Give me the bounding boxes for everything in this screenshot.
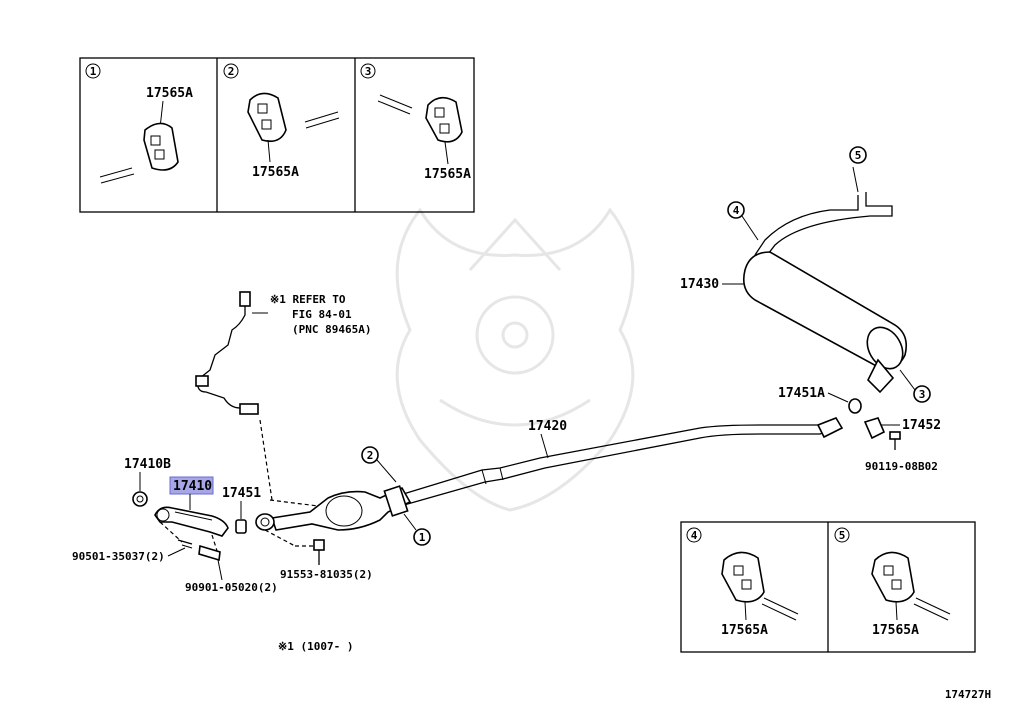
label-17410[interactable]: 17410: [173, 479, 212, 494]
hanger-2-icon: [247, 92, 287, 143]
inset-1-number: 1: [90, 65, 97, 78]
inset-3: 3 17565A: [360, 63, 471, 182]
svg-text:2: 2: [367, 449, 374, 462]
footnote: ※1 (1007- ): [278, 640, 353, 653]
label-90119: 90119-08B02: [865, 460, 938, 473]
muffler-assembly: [741, 166, 916, 394]
inset-4-number-circle: [686, 527, 702, 543]
front-pipe-icon: [154, 506, 229, 537]
callout-5: 5: [849, 146, 867, 164]
inset-2: 2 17565A: [223, 63, 340, 180]
label-91553: 91553-81035(2): [280, 568, 373, 581]
inset-1-part-label: 17565A: [146, 86, 193, 101]
hanger-1-icon: [143, 122, 179, 171]
label-17430: 17430: [680, 277, 719, 292]
watermark-logo: [395, 207, 635, 512]
top-inset-group: [79, 57, 475, 213]
label-17451: 17451: [222, 486, 261, 501]
refer-note-line3: (PNC 89465A): [292, 323, 371, 336]
inset-5-part-label: 17565A: [872, 623, 919, 638]
bolt-90901-icon: [198, 544, 221, 562]
inset-4-part-label: 17565A: [721, 623, 768, 638]
inset-4: 4 17565A: [686, 527, 799, 638]
inset-5: 5 17565A: [834, 527, 951, 638]
inset-1-number-circle: [85, 63, 101, 79]
inset-2-number-circle: [223, 63, 239, 79]
inset-4-number: 4: [691, 529, 698, 542]
catalytic-converter: [255, 485, 412, 531]
callout-4: 4: [727, 201, 745, 219]
svg-text:3: 3: [919, 388, 926, 401]
hanger-3-icon: [425, 96, 463, 143]
sensor-connector-icon: [239, 291, 251, 307]
gasket-17451-icon: [235, 519, 247, 534]
inset-3-number-circle: [360, 63, 376, 79]
center-pipe-17420: [399, 417, 844, 506]
gasket-17410B-icon: [132, 491, 148, 507]
hanger-4-icon: [721, 551, 765, 603]
inset-1: 1 17565A: [85, 63, 193, 184]
callout-3: 3: [913, 385, 931, 403]
inset-5-number: 5: [839, 529, 846, 542]
bottom-inset-group: [680, 521, 976, 653]
gasket-17451A-icon: [848, 398, 862, 414]
label-90501: 90501-35037(2): [72, 550, 165, 563]
callout-1: 1: [403, 513, 431, 546]
clamp-17452-icon: [863, 417, 886, 440]
refer-note-line2: FIG 84-01: [292, 308, 352, 321]
label-17451A: 17451A: [778, 386, 825, 401]
front-pipe-17410: [132, 491, 247, 562]
svg-text:4: 4: [733, 204, 740, 217]
inset-5-number-circle: [834, 527, 850, 543]
refer-note-line1: ※1 REFER TO: [270, 293, 346, 306]
svg-text:1: 1: [419, 531, 426, 544]
converter-body-icon: [270, 486, 412, 531]
oxygen-sensor: [195, 291, 319, 507]
label-17420: 17420: [528, 419, 567, 434]
inset-2-number: 2: [228, 65, 235, 78]
label-17452: 17452: [902, 418, 941, 433]
muffler-body-icon: [742, 251, 908, 370]
label-90901: 90901-05020(2): [185, 581, 278, 594]
inset-2-part-label: 17565A: [252, 165, 299, 180]
bolt-91553-icon: [313, 539, 325, 551]
bolt-91553: [264, 529, 325, 565]
svg-text:5: 5: [855, 149, 862, 162]
callout-2: 2: [361, 446, 397, 483]
inset-3-number: 3: [365, 65, 372, 78]
inset-3-part-label: 17565A: [424, 167, 471, 182]
label-17410B: 17410B: [124, 457, 171, 472]
hanger-5-icon: [871, 551, 915, 603]
figure-id: 174727H: [945, 688, 991, 701]
highlight-17410: [169, 476, 214, 495]
